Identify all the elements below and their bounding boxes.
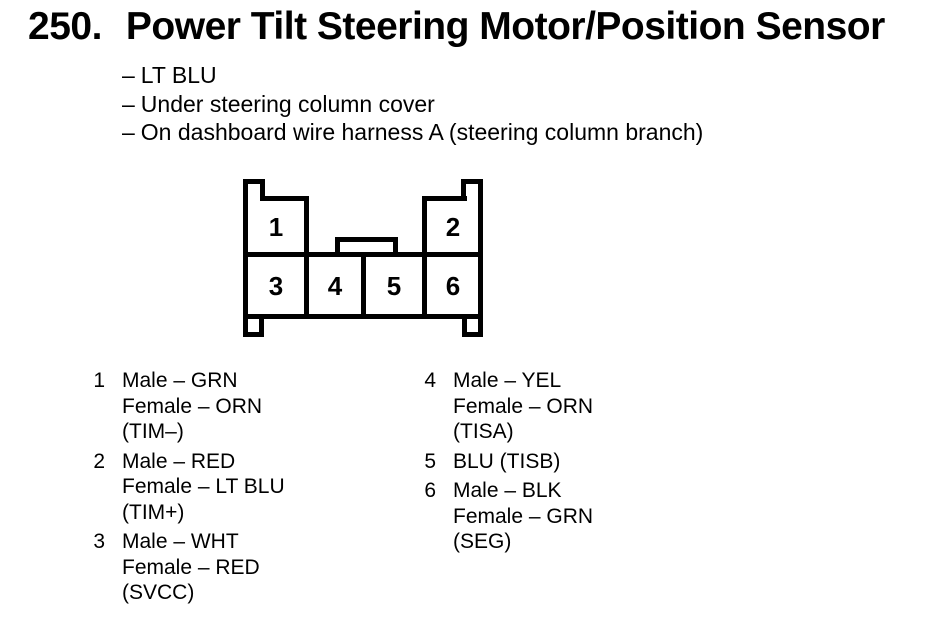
legend-line: Male – WHT <box>122 530 239 553</box>
pin-legend-left: 1 Male – GRN Female – ORN (TIM–) 2 Male … <box>83 368 285 610</box>
legend-pin-number: 3 <box>93 530 105 553</box>
note-line: –Under steering column cover <box>122 90 703 119</box>
connector-tab-left-side <box>260 179 265 201</box>
cavity1-top-line <box>260 196 309 201</box>
dash-bullet: – <box>122 62 135 88</box>
connector-tab-right-top <box>461 179 483 184</box>
note-text: LT BLU <box>140 62 217 88</box>
pin-cell-6: 6 <box>445 271 461 301</box>
section-title: Power Tilt Steering Motor/Position Senso… <box>125 5 885 48</box>
legend-line: Female – ORN <box>453 394 594 418</box>
legend-line: Female – ORN <box>122 394 263 418</box>
legend-line: Male – BLK <box>453 479 562 502</box>
connector-diagram: 1 2 3 4 5 6 <box>243 179 483 337</box>
legend-line: Female – LT BLU <box>122 475 285 498</box>
legend-pin-number: 5 <box>424 449 436 473</box>
legend-entry-4: 4 Male – YEL Female – ORN (TISA) <box>414 368 593 445</box>
legend-entry-3: 3 Male – WHT Female – RED (SVCC) <box>83 529 285 606</box>
section-number: 250. <box>28 5 102 48</box>
connector-left-wall <box>243 179 248 337</box>
legend-entry-5: 5 BLU (TISB) <box>414 449 593 475</box>
pin-cell-3: 3 <box>268 271 284 301</box>
legend-pin-number: 4 <box>424 369 436 392</box>
pin-cell-2: 2 <box>445 212 461 242</box>
legend-entry-2: 2 Male – RED Female – LT BLU (TIM+) <box>83 449 285 526</box>
divider-45 <box>361 252 366 319</box>
bottom-cell-line <box>243 314 483 319</box>
legend-line: Male – RED <box>122 449 236 473</box>
pin-cell-4: 4 <box>327 271 343 301</box>
legend-line: (SVCC) <box>122 581 195 604</box>
divider-2-56 <box>422 196 427 319</box>
legend-pin-number: 6 <box>424 479 436 502</box>
dash-bullet: – <box>122 119 135 145</box>
note-text: On dashboard wire harness A (steering co… <box>140 119 704 145</box>
legend-pin-number: 2 <box>93 449 105 473</box>
legend-line: Female – GRN <box>453 504 594 528</box>
pin-cell-5: 5 <box>386 271 402 301</box>
connector-tab-right-side <box>461 179 466 201</box>
divider-1-34 <box>304 196 309 319</box>
pin-cell-1: 1 <box>268 212 284 242</box>
cavity2-top-line <box>422 196 467 201</box>
legend-line: BLU (TISB) <box>453 449 561 473</box>
legend-line: (TIM–) <box>122 420 184 443</box>
legend-line: (TIM+) <box>122 500 185 524</box>
page-title: 250. Power Tilt Steering Motor/Position S… <box>28 4 885 51</box>
legend-entry-1: 1 Male – GRN Female – ORN (TIM–) <box>83 368 285 445</box>
connector-tab-left-top <box>243 179 265 184</box>
foot-right-side <box>462 314 467 337</box>
pin-legend-right: 4 Male – YEL Female – ORN (TISA) 5 BLU (… <box>414 368 593 559</box>
connector-right-wall <box>478 179 483 337</box>
legend-pin-number: 1 <box>93 369 105 392</box>
foot-right-bottom <box>462 332 483 337</box>
legend-line: Male – YEL <box>453 369 562 392</box>
foot-left-side <box>259 314 264 337</box>
legend-line: (TISA) <box>453 420 514 443</box>
connector-latch <box>335 237 398 257</box>
note-text: Under steering column cover <box>140 90 435 117</box>
legend-line: Male – GRN <box>122 369 238 392</box>
legend-line: (SEG) <box>453 530 512 553</box>
foot-left-bottom <box>243 332 264 337</box>
legend-entry-6: 6 Male – BLK Female – GRN (SEG) <box>414 478 593 555</box>
note-line: –On dashboard wire harness A (steering c… <box>122 118 703 147</box>
legend-line: Female – RED <box>122 555 260 579</box>
connector-notes: –LT BLU –Under steering column cover –On… <box>122 61 703 147</box>
dash-bullet: – <box>122 90 135 117</box>
note-line: –LT BLU <box>122 61 703 90</box>
